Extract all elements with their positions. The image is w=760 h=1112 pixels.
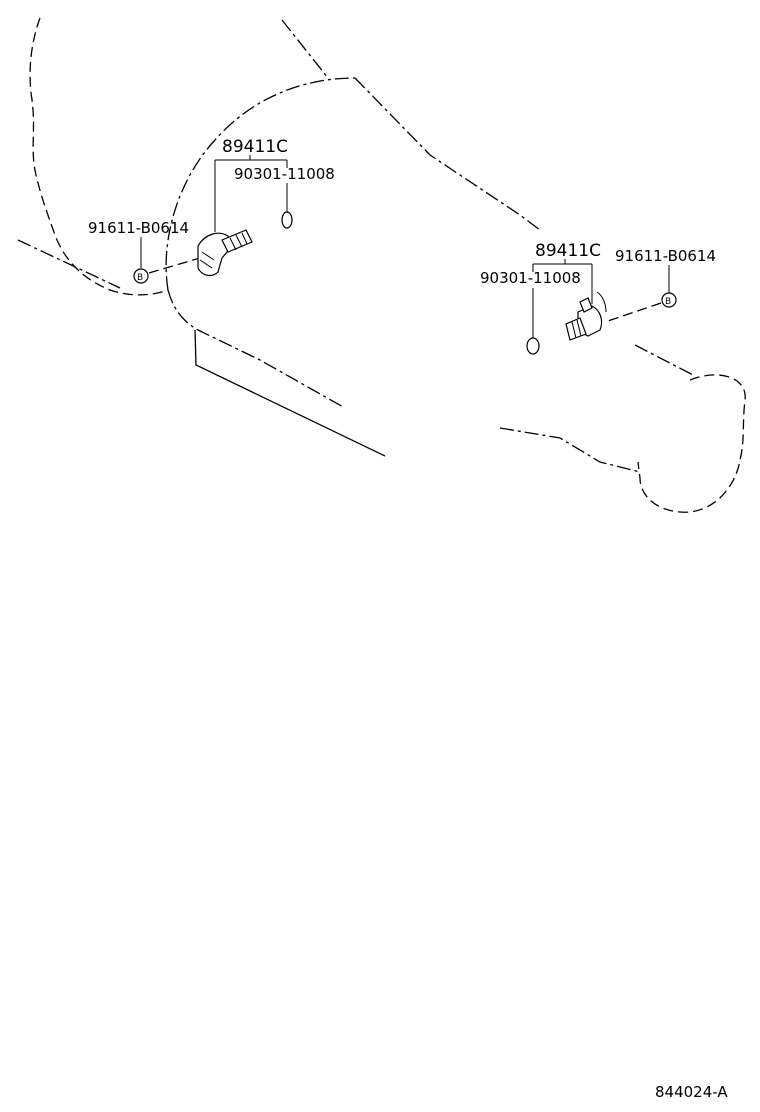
left-bolt: B [133, 268, 149, 284]
left-bolt-mark: B [137, 273, 143, 283]
right-bolt: B [661, 292, 677, 308]
right-o-ring-part-label: 90301-11008 [480, 269, 581, 287]
right-sensor-part-label: 89411C [535, 241, 601, 261]
right-bolt-mark: B [665, 297, 671, 307]
left-assembly: 89411C 90301-11008 91611-B0614 B [88, 137, 335, 284]
vehicle-body-outline [17, 17, 746, 513]
left-bolt-part-label: 91611-B0614 [88, 219, 189, 237]
right-bolt-part-label: 91611-B0614 [615, 247, 716, 265]
right-assembly: 89411C 90301-11008 91611-B0614 B [480, 241, 716, 355]
left-o-ring-part-label: 90301-11008 [234, 165, 335, 183]
right-o-ring [526, 337, 540, 355]
right-sensor-bracket [532, 259, 593, 304]
left-sensor-bracket [214, 155, 288, 232]
left-sensor-part-label: 89411C [222, 137, 288, 157]
left-o-ring [281, 211, 293, 229]
diagram-code: 844024-A [655, 1083, 728, 1101]
right-speed-sensor [565, 297, 603, 341]
left-speed-sensor [197, 229, 253, 277]
